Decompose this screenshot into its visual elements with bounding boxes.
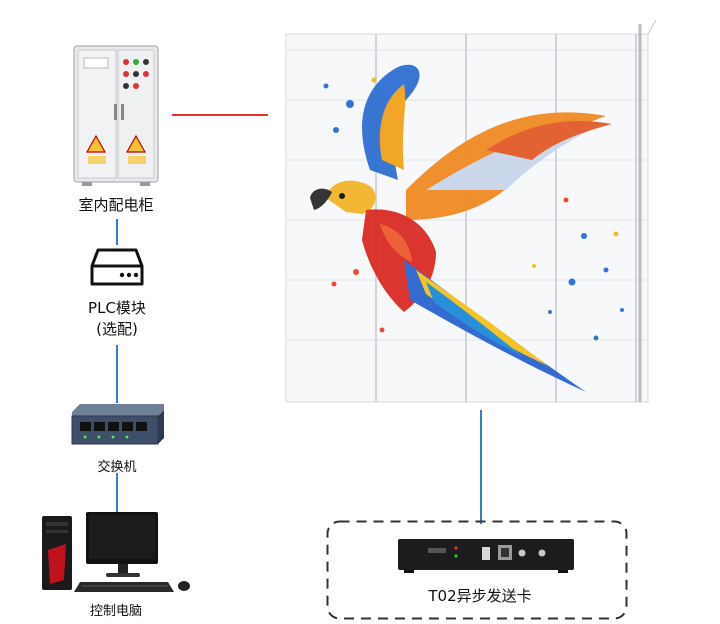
cabinet-label: 室内配电柜 (78, 196, 154, 214)
plc-module-icon (90, 248, 144, 286)
distribution-cabinet-image (73, 45, 159, 186)
pc-label: 控制电脑 (89, 604, 142, 619)
switch-label: 交换机 (97, 460, 137, 475)
plc-optional-label: (选配) (96, 320, 138, 338)
control-computer-image (42, 512, 190, 592)
sender-card-box (326, 520, 628, 620)
network-switch-image (71, 404, 164, 445)
plc-label: PLC模块 (88, 299, 146, 317)
led-transparent-screen (285, 19, 657, 403)
parrot-artwork (310, 64, 624, 392)
screen-sender-line (480, 410, 482, 524)
cabinet-plc-line (116, 219, 118, 245)
power-line (172, 114, 268, 116)
sender-card-label: T02异步发送卡 (428, 587, 532, 605)
plc-switch-line (116, 345, 118, 403)
switch-pc-line (116, 473, 118, 517)
sender-card-device (398, 539, 574, 573)
